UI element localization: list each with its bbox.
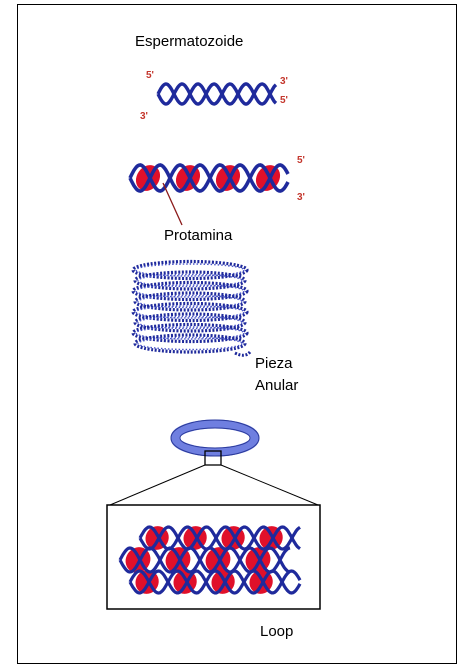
helix1-five-prime-end: 5' bbox=[146, 70, 154, 81]
zoom-line-left bbox=[110, 465, 205, 505]
helix2-three-prime-end: 3' bbox=[297, 192, 305, 203]
helix1-three-prime-end-left: 3' bbox=[140, 111, 148, 122]
helix1-three-prime-end-right: 3' bbox=[280, 76, 288, 87]
title-label: Espermatozoide bbox=[135, 33, 243, 51]
helix1-five-prime-end-right: 5' bbox=[280, 95, 288, 106]
dna-protamine-helix bbox=[130, 160, 288, 195]
protamina-label: Protamina bbox=[164, 227, 232, 245]
loop-label: Loop bbox=[260, 623, 293, 641]
pieza-label: Pieza bbox=[255, 355, 293, 373]
coil-tail bbox=[235, 352, 250, 355]
anular-label: Anular bbox=[255, 377, 298, 395]
helix2-five-prime-end: 5' bbox=[297, 155, 305, 166]
toroid-coil bbox=[133, 262, 250, 356]
annular-ring-inner-edge bbox=[180, 428, 250, 448]
dna-double-helix bbox=[158, 84, 276, 104]
zoom-line-right bbox=[221, 465, 318, 505]
